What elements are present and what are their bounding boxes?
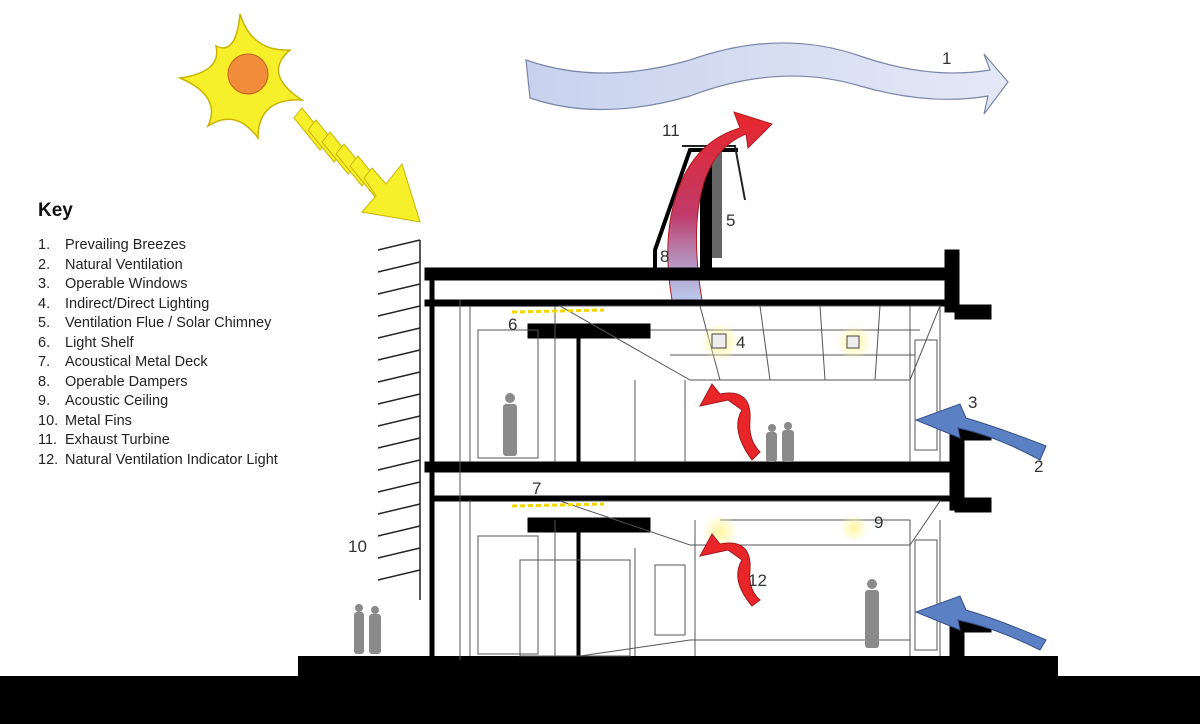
key-item-number: 3. [38,276,51,292]
key-item-label: Ventilation Flue / Solar Chimney [65,315,272,331]
sunlight-arrow-icon [293,107,421,223]
metal-fins [377,239,421,600]
building-structure [424,249,992,663]
key-item-number: 9. [38,393,51,409]
key-item-label: Indirect/Direct Lighting [65,295,210,312]
key-item: 6. Light Shelf [38,334,358,354]
key-item: 7. Acoustical Metal Deck [38,353,358,373]
key-item: 10. Metal Fins [38,412,358,432]
key-item-number: 4. [38,295,51,312]
callout-3: 3 [968,393,977,412]
callout-1: 1 [942,49,951,68]
key-item-number: 6. [38,334,51,351]
reflected-light-dashes [511,308,605,508]
breeze-arrow-icon [525,42,1009,115]
callout-11: 11 [662,121,680,140]
key-item-number: 10. [38,412,59,429]
key-item-label: Natural Ventilation [65,256,183,273]
callout-12: 12 [748,571,767,590]
key-item-number: 1. [38,237,51,253]
key-item: 11. Exhaust Turbine [38,431,358,451]
key-item-label: Natural Ventilation Indicator Light [65,451,278,468]
key-item-number: 11. [38,432,58,448]
person-icon [354,393,879,654]
key-item: 4. Indirect/Direct Lighting [38,295,358,315]
callout-4: 4 [736,333,745,352]
key-item-number: 8. [38,373,51,390]
key-item-label: Exhaust Turbine [65,432,170,448]
key-item-label: Acoustic Ceiling [65,393,169,409]
callout-8: 8 [660,247,669,266]
solar-chimney [653,111,773,301]
key-item-number: 12. [38,451,59,468]
site-plinth [298,656,1058,678]
key-list: 1. Prevailing Breezes 2. Natural Ventilati… [38,236,358,470]
key-item: 8. Operable Dampers [38,373,358,393]
key-item-label: Acoustical Metal Deck [65,354,208,370]
callout-7: 7 [532,479,541,498]
key-item-label: Metal Fins [65,412,132,429]
ground [0,676,1200,724]
key-legend: Key 1. Prevailing Breezes 2. Natural Venti… [38,200,358,470]
callout-5: 5 [726,211,735,230]
key-item: 5. Ventilation Flue / Solar Chimney [38,314,358,334]
key-item: 3. Operable Windows [38,275,358,295]
key-item: 9. Acoustic Ceiling [38,392,358,412]
callout-9: 9 [874,513,883,532]
key-item-label: Operable Windows [65,276,188,292]
exhaust-arrow-icon [699,383,761,607]
callout-10: 10 [348,537,367,556]
key-item-label: Prevailing Breezes [65,237,186,253]
key-item-number: 5. [38,315,51,331]
sun-icon [177,13,305,141]
key-item-label: Operable Dampers [65,373,188,390]
key-title: Key [38,200,73,221]
key-item-label: Light Shelf [65,334,134,351]
key-item: 2. Natural Ventilation [38,256,358,276]
callout-6: 6 [508,315,517,334]
building-linework [459,300,941,660]
key-item: 1. Prevailing Breezes [38,236,358,256]
intake-arrow-icon [914,403,1047,651]
exhaust-arrow-icon [667,111,773,301]
key-item-number: 2. [38,256,51,273]
key-item-number: 7. [38,354,51,370]
key-item: 12. Natural Ventilation Indicator Light [38,451,358,471]
callout-2: 2 [1034,457,1043,476]
